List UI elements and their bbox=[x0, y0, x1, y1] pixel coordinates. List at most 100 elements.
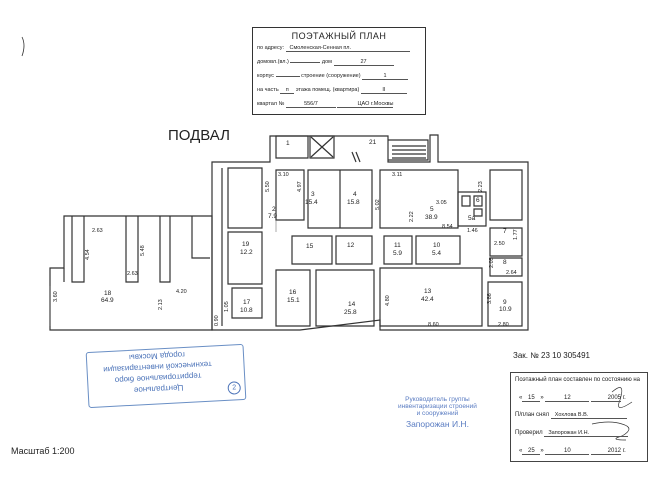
kvartal-row: квартал № 556/7 ЦАО г.Москвы bbox=[257, 101, 394, 108]
dim-4-20: 4.20 bbox=[176, 289, 187, 295]
room-9-area: 10.9 bbox=[499, 306, 512, 313]
address-label: по адресу: bbox=[257, 45, 284, 51]
korpus-row: корпус строение (сооружение) 1 bbox=[257, 73, 409, 80]
snyal-label: П/план снял bbox=[515, 412, 550, 418]
domovl-label: домовл.(вл.) bbox=[257, 59, 289, 65]
date1-month: 12 bbox=[545, 395, 590, 402]
dim-1-05: 1.05 bbox=[224, 301, 230, 312]
dim-3-60: 3.60 bbox=[53, 291, 59, 302]
stroenie-value: 1 bbox=[362, 73, 409, 80]
dim-5-02: 5.02 bbox=[375, 199, 381, 210]
room-15-number: 15 bbox=[306, 243, 314, 250]
room-18-area: 64.9 bbox=[101, 297, 114, 304]
room-13-number: 13 bbox=[424, 288, 432, 295]
dim-2-63-top: 2.63 bbox=[92, 228, 103, 234]
info-line-1: Поэтажный план составлен по состоянию на bbox=[515, 377, 641, 383]
dim-4-80: 4.80 bbox=[385, 295, 391, 306]
room-14-area: 25.8 bbox=[344, 309, 357, 316]
date1-row: «15» 12 2005 г. bbox=[519, 395, 626, 402]
room-13-area: 42.4 bbox=[421, 296, 434, 303]
korpus-label: корпус bbox=[257, 73, 275, 79]
room-10-area: 5.4 bbox=[432, 250, 442, 257]
room-19-number: 19 bbox=[242, 241, 250, 248]
date1-g: г. bbox=[622, 395, 626, 401]
room-10-number: 10 bbox=[433, 242, 441, 249]
inventory-stamp-line-2: инвентаризации строений bbox=[398, 403, 477, 410]
etazha-value: II bbox=[360, 87, 407, 94]
room-5-number: 5 bbox=[430, 206, 434, 213]
dim-4-97: 4.97 bbox=[297, 181, 303, 192]
dim-8-54: 8.54 bbox=[442, 224, 453, 230]
date1-year: 2005 bbox=[591, 395, 622, 402]
dim-4-54: 4.54 bbox=[85, 249, 91, 260]
stroenie-label: строение (сооружение) bbox=[301, 73, 361, 79]
room-18-number: 18 bbox=[104, 290, 112, 297]
bti-stamp: города Москвы технической инвентаризации… bbox=[85, 343, 247, 409]
room-11-area: 5.9 bbox=[393, 250, 403, 257]
kvartal-value: 556/7 bbox=[285, 101, 336, 108]
room-16-number: 16 bbox=[289, 289, 297, 296]
inventory-stamp: Руководитель группы инвентаризации строе… bbox=[398, 396, 477, 429]
room-4-number: 4 bbox=[353, 191, 357, 198]
date2-month: 10 bbox=[545, 448, 590, 455]
etazha-label: этажа помещ. (квартира) bbox=[295, 87, 360, 93]
address-row: по адресу: Смоленская-Сенная пл. bbox=[257, 45, 410, 52]
dim-2-80: 2.80 bbox=[498, 322, 509, 328]
room-17-area: 10.8 bbox=[240, 307, 253, 314]
address-value: Смоленская-Сенная пл. bbox=[285, 45, 410, 52]
title-block: ПОЭТАЖНЫЙ ПЛАН по адресу: Смоленская-Сен… bbox=[252, 27, 426, 115]
date2-day: 25 bbox=[522, 448, 541, 455]
stamp-badge: 2 bbox=[227, 381, 242, 395]
inventory-stamp-line-3: и сооружений bbox=[416, 410, 459, 417]
proveril-value: Запорожан И.Н. bbox=[544, 430, 629, 437]
kvartal-label: квартал № bbox=[257, 101, 285, 107]
room-21-number: 21 bbox=[369, 139, 377, 146]
date1-day: 15 bbox=[522, 395, 541, 402]
scale-label: Масштаб 1:200 bbox=[11, 446, 75, 456]
district-value: ЦАО г.Москвы bbox=[337, 101, 394, 108]
dom-value: 27 bbox=[333, 59, 394, 66]
dim-1-46: 1.46 bbox=[467, 228, 478, 234]
dim-2-13: 2.13 bbox=[158, 299, 164, 310]
room-11-number: 11 bbox=[394, 242, 401, 249]
dim-2-22: 2.22 bbox=[409, 211, 415, 222]
dim-3-11: 3.11 bbox=[392, 172, 403, 178]
na-chast-label: на часть bbox=[257, 87, 279, 93]
room-2-area: 7.9 bbox=[268, 213, 278, 220]
room-12-number: 12 bbox=[347, 242, 355, 249]
dim-8-60: 8.60 bbox=[428, 322, 439, 328]
proveril-label: Проверил bbox=[515, 430, 543, 436]
room-5-area: 38.9 bbox=[425, 214, 438, 221]
dim-2-64: 2.64 bbox=[506, 270, 517, 276]
dim-2-50: 2.50 bbox=[494, 241, 505, 247]
dim-5-48: 5.48 bbox=[140, 245, 146, 256]
order-number: Зак. № 23 10 305491 bbox=[513, 351, 590, 360]
na-chast-row: на часть п этажа помещ. (квартира) II bbox=[257, 87, 407, 94]
room-14-number: 14 bbox=[348, 301, 356, 308]
dim-3-05: 3.05 bbox=[436, 200, 447, 206]
room-9-number: 9 bbox=[503, 299, 507, 306]
date2-row: «25» 10 2012 г. bbox=[519, 448, 626, 455]
snyal-value: Хохлова В.В. bbox=[550, 412, 627, 419]
dim-3-86: 3.86 bbox=[487, 293, 493, 304]
room-3-number: 3 bbox=[311, 191, 315, 198]
inventory-stamp-line-4: Запорожан И.Н. bbox=[405, 419, 469, 429]
snyal-row: П/план снял Хохлова В.В. bbox=[515, 412, 627, 419]
dim-2-23: 2.23 bbox=[478, 181, 484, 192]
floor-label: ПОДВАЛ bbox=[168, 127, 230, 144]
dom-label: дом bbox=[321, 59, 332, 65]
room-4-area: 15.8 bbox=[347, 199, 360, 206]
dim-2-05: 2.05 bbox=[489, 257, 495, 268]
room-6-number: 6 bbox=[476, 197, 480, 204]
room-8-number: 8 bbox=[503, 259, 507, 266]
proveril-row: Проверил Запорожан И.Н. bbox=[515, 430, 629, 437]
dim-1-77: 1.77 bbox=[513, 229, 519, 240]
date2-year: 2012 bbox=[591, 448, 622, 455]
dim-0-90: 0.90 bbox=[214, 315, 220, 326]
plan-heading: ПОЭТАЖНЫЙ ПЛАН bbox=[291, 31, 387, 41]
room-17-number: 17 bbox=[243, 299, 251, 306]
room-19-area: 12.2 bbox=[240, 249, 253, 256]
room-5a-number: 5а bbox=[468, 215, 476, 222]
room-1-number: 1 bbox=[286, 140, 290, 147]
